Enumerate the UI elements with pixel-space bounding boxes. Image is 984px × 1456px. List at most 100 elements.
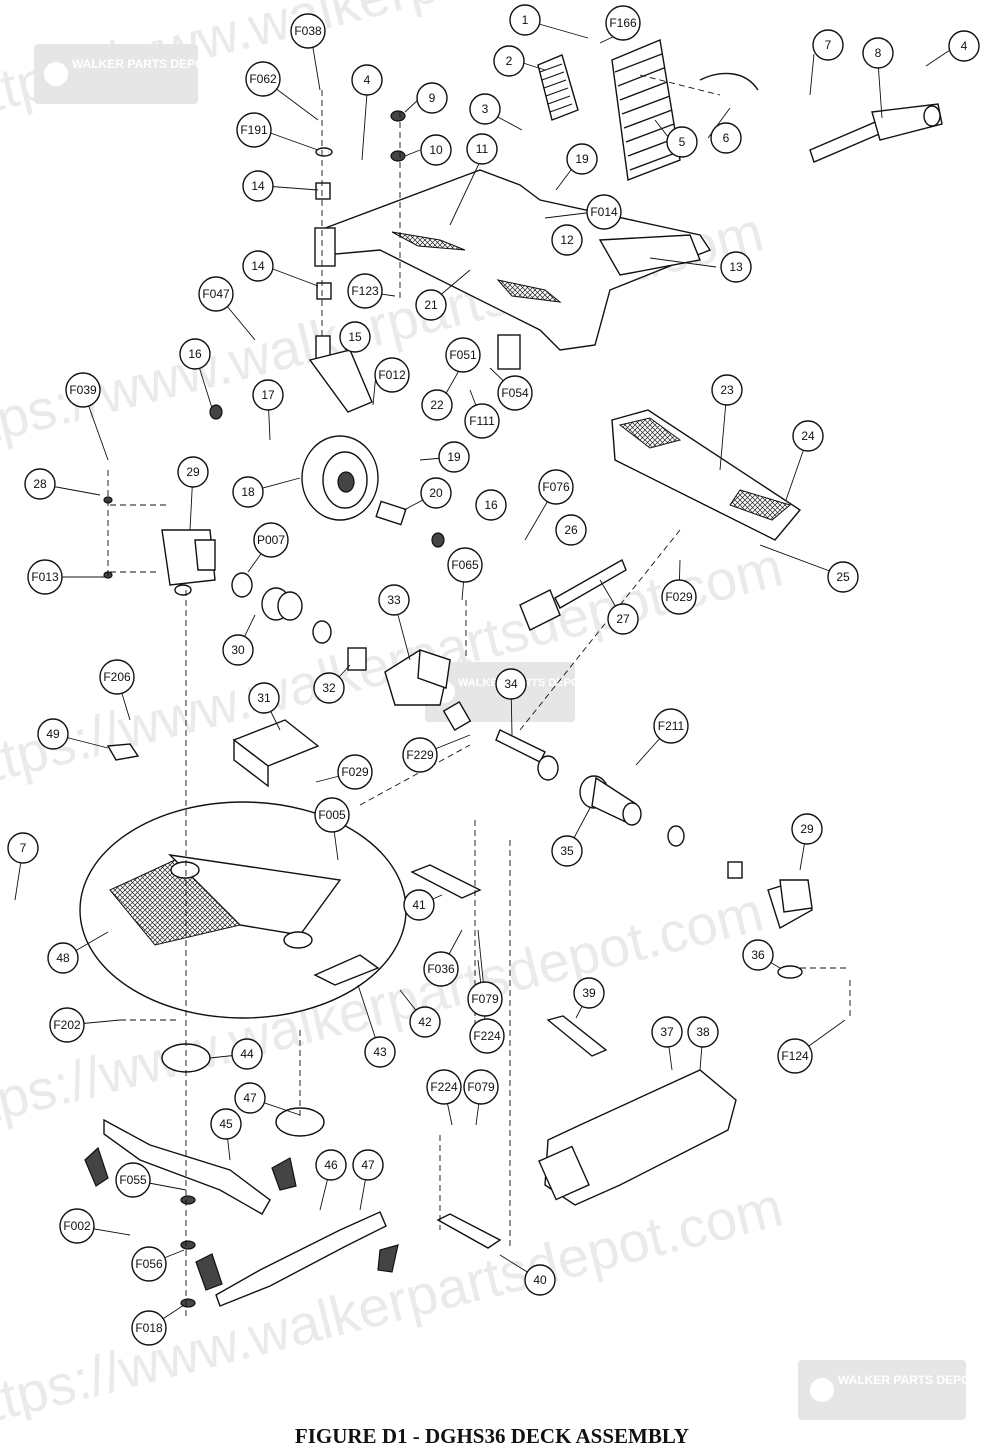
callout-f229: F229 [402,737,438,773]
callout-44: 44 [231,1038,263,1070]
watermark-logo-bottom: WALKER PARTS DEPOT [798,1360,978,1420]
callout-19: 19 [438,441,470,473]
callout-f029: F029 [337,754,373,790]
callout-label: 14 [251,259,265,273]
callout-label: 11 [476,142,489,156]
callout-label: 34 [504,677,518,691]
coupler-35 [537,755,743,879]
callout-f051: F051 [445,337,481,373]
callout-label: 19 [447,450,461,464]
lift-frame [319,169,712,370]
callout-18: 18 [232,476,264,508]
callout-12: 12 [551,224,583,256]
callout-label: F051 [449,348,477,362]
callout-label: F047 [202,287,230,301]
callout-14: 14 [242,170,274,202]
callout-25: 25 [827,561,859,593]
callout-label: 47 [243,1091,257,1105]
callout-f014: F014 [586,194,622,230]
pulley-right [275,1107,325,1137]
callout-label: 7 [825,38,832,52]
callout-label: 32 [322,681,336,695]
callout-37: 37 [651,1016,683,1048]
callout-label: F076 [542,480,570,494]
plate-41 [410,864,482,899]
callout-label: 43 [373,1045,387,1059]
callout-16: 16 [475,489,507,521]
callout-f191: F191 [236,112,272,148]
callout-label: 44 [240,1047,254,1061]
callout-label: F123 [351,284,379,298]
plate-39 [546,1015,608,1057]
hardware [103,72,759,1308]
callout-14: 14 [242,250,274,282]
callout-label: 40 [533,1273,547,1287]
gearbox-left [161,529,216,596]
callout-label: 9 [429,91,436,105]
callout-label: 4 [364,73,371,87]
callout-label: 25 [836,570,850,584]
callout-f224: F224 [426,1069,462,1105]
callout-label: F224 [430,1080,458,1094]
callout-label: 36 [751,948,765,962]
callout-f124: F124 [777,1038,813,1074]
callout-15: 15 [339,321,371,353]
callout-22: 22 [421,389,453,421]
callout-f055: F055 [115,1162,151,1198]
callout-f065: F065 [447,547,483,583]
callout-label: 37 [660,1025,674,1039]
blade-46 [215,1211,387,1307]
callout-13: 13 [720,251,752,283]
callout-f056: F056 [131,1246,167,1282]
callout-f076: F076 [538,469,574,505]
callout-label: 19 [575,152,589,166]
callout-label: F038 [294,24,322,38]
callout-label: F039 [69,383,97,397]
callout-label: 14 [251,179,265,193]
callout-label: F056 [135,1257,163,1271]
callout-21: 21 [415,289,447,321]
callout-43: 43 [364,1036,396,1068]
callout-label: P007 [257,533,285,547]
callout-label: F202 [53,1018,81,1032]
coupler-30 [231,572,367,671]
callout-f054: F054 [497,375,533,411]
callout-f202: F202 [49,1007,85,1043]
callout-label: 42 [418,1015,432,1029]
callout-label: 23 [720,383,734,397]
callout-f211: F211 [653,708,689,744]
callout-42: 42 [409,1006,441,1038]
callout-2: 2 [493,45,525,77]
callout-47: 47 [234,1082,266,1114]
rotation-arrows [84,1146,399,1291]
callout-label: 15 [348,330,362,344]
callout-20: 20 [420,477,452,509]
callout-label: F029 [341,765,369,779]
callout-label: 6 [723,131,730,145]
callout-label: 20 [429,486,443,500]
callout-f038: F038 [290,13,326,49]
callout-3: 3 [469,93,501,125]
callout-26: 26 [555,514,587,546]
gearbox-center [384,649,451,706]
callout-1: 1 [509,4,541,36]
callout-f012: F012 [374,357,410,393]
callout-f039: F039 [65,372,101,408]
callout-4: 4 [351,64,383,96]
callout-label: F229 [406,748,434,762]
callout-label: F012 [378,368,406,382]
figure-caption: FIGURE D1 - DGHS36 DECK ASSEMBLY [294,1424,690,1448]
callout-label: 30 [231,643,245,657]
callout-f002: F002 [59,1208,95,1244]
pulley-left [161,1043,211,1073]
callout-46: 46 [315,1149,347,1181]
callout-16: 16 [179,338,211,370]
callout-f079: F079 [463,1069,499,1105]
callout-41: 41 [403,889,435,921]
callout-39: 39 [573,977,605,1009]
callout-label: 16 [484,498,498,512]
svg-text:WALKER PARTS DEPOT: WALKER PARTS DEPOT [72,57,212,71]
callout-label: 4 [961,39,968,53]
